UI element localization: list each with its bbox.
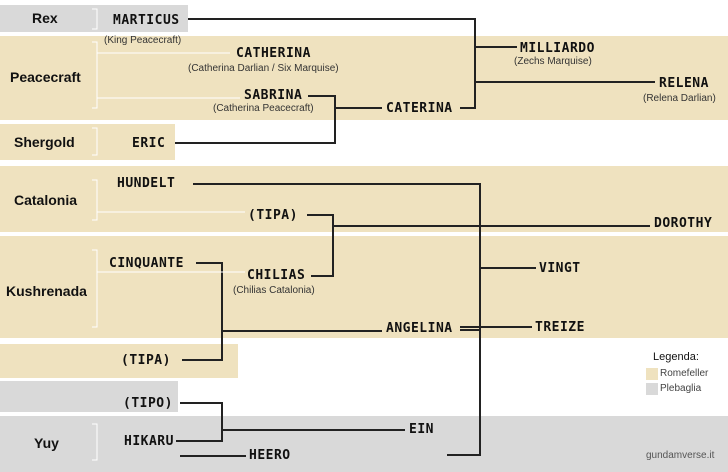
person-hundelt: HUNDELT [117,176,176,191]
bracket-yuy [92,423,98,461]
alias-sabrina: (Catherina Peacecraft) [213,103,314,114]
person-chilias: CHILIAS [247,268,306,283]
yuy-band [0,416,728,472]
line-hundelt [193,183,481,456]
family-yuy: Yuy [34,435,59,451]
person-treize: TREIZE [535,320,585,335]
alias-catherina: (Catherina Darlian / Six Marquise) [188,63,339,74]
peacecraft-band [0,36,728,120]
person-caterina: CATERINA [386,101,453,116]
bracket-kushrenada [92,249,98,328]
family-catalonia: Catalonia [14,192,78,208]
family-rex: Rex [32,10,58,26]
yuy-upper-band [0,381,178,412]
person-tipo: (TIPO) [123,396,173,411]
person-dorothy: DOROTHY [654,216,713,231]
person-marticus: MARTICUS [113,13,180,28]
person-catherina: CATHERINA [236,46,311,61]
family-shergold: Shergold [14,134,75,150]
person-cinquante: CINQUANTE [109,256,184,271]
alias-relena: (Relena Darlian) [643,93,716,104]
legend-swatch-plebaglia [646,383,658,395]
line-tipa-dorothy [307,214,334,277]
family-kushrenada: Kushrenada [6,283,87,299]
family-peacecraft: Peacecraft [10,69,81,85]
bracket-peacecraft-inner [97,52,240,99]
bracket-shergold [92,127,98,156]
kushrenada-band [0,236,728,338]
shergold-band [0,124,175,160]
bracket-rex [92,8,98,30]
person-angelina: ANGELINA [386,321,453,336]
alias-marticus: (King Peacecraft) [104,35,182,46]
legend-title: Legenda: [653,351,699,363]
line-tipo [176,402,223,442]
person-ein: EIN [409,422,434,437]
site-credit: gundamverse.it [646,450,715,461]
line-sabrina [175,95,336,144]
person-heero: HEERO [249,448,291,463]
catalonia-band [0,166,728,232]
person-tipa-kushrenada: (TIPA) [121,353,171,368]
person-milliardo: MILLIARDO [520,41,595,56]
line-marticus [188,18,476,109]
legend-label-romefeller: Romefeller [660,368,709,379]
line-cinquante [182,262,223,361]
bracket-peacecraft [92,41,98,109]
person-vingt: VINGT [539,261,581,276]
alias-milliardo: (Zechs Marquise) [514,56,592,67]
bracket-catalonia [92,179,98,221]
person-sabrina: SABRINA [244,88,303,103]
person-hikaru: HIKARU [124,434,174,449]
alias-chilias: (Chilias Catalonia) [233,285,315,296]
person-relena: RELENA [659,76,709,91]
person-tipa-catalonia: (TIPA) [248,208,298,223]
person-eric: ERIC [132,136,166,151]
legend-swatch-romefeller [646,368,658,380]
legend-label-plebaglia: Plebaglia [660,383,702,394]
